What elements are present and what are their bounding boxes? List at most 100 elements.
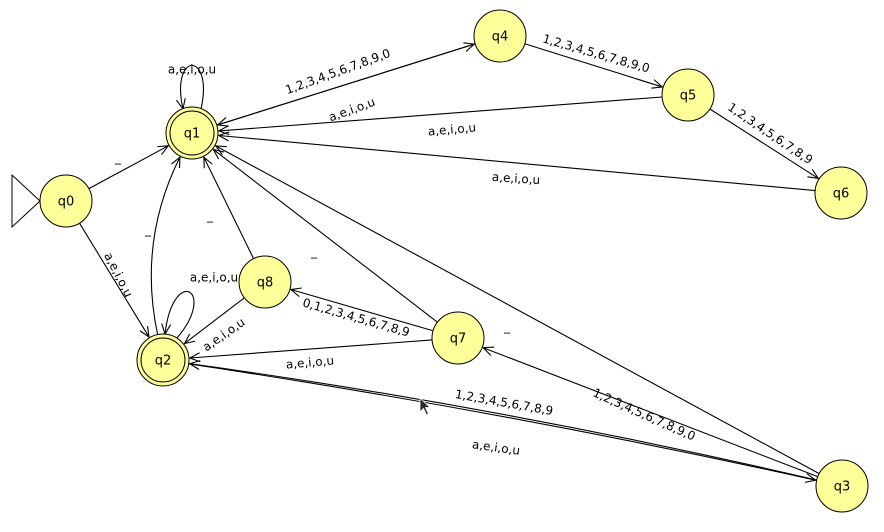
state-q5[interactable]: q5	[661, 68, 715, 122]
state-label: q0	[58, 195, 75, 210]
transition-label: 0,1,2,3,4,5,6,7,8,9	[301, 296, 411, 340]
transition-label: _	[114, 151, 122, 165]
state-circle	[238, 255, 292, 309]
state-q2[interactable]: q2	[136, 333, 190, 387]
state-label: q3	[834, 480, 851, 495]
transition-arrowhead-icon	[214, 145, 227, 155]
transition-label: 1,2,3,4,5,6,7,8,9,0	[283, 46, 392, 97]
transition-q8-q1[interactable]: _	[203, 156, 255, 259]
transition-line	[218, 134, 816, 192]
states-layer: q0 q1 q2 q3 q4 q5 q6 q7 q8	[11, 9, 869, 513]
transition-label: _	[144, 223, 152, 237]
transition-line	[290, 288, 434, 332]
state-q1[interactable]: q1	[165, 106, 219, 160]
transition-line	[217, 43, 476, 126]
transition-q3-q1[interactable]: _	[214, 145, 820, 475]
accepting-ring	[169, 110, 215, 156]
transition-label: a,e,i,o,u	[101, 250, 135, 299]
state-q8[interactable]: q8	[238, 255, 292, 309]
transition-arrowhead-icon	[203, 156, 213, 169]
transition-line	[189, 339, 433, 359]
transition-q7-q1[interactable]: _	[212, 148, 438, 323]
transition-label: a,e,i,o,u	[200, 315, 248, 354]
transition-label: _	[503, 320, 511, 334]
transition-arrowhead-icon	[481, 346, 495, 356]
state-label: q8	[257, 276, 274, 291]
transition-line	[184, 297, 245, 345]
transition-q2-q1[interactable]: _	[144, 155, 181, 335]
transition-q4-q5[interactable]: 1,2,3,4,5,6,7,8,9,0	[524, 32, 664, 89]
transition-q6-q1[interactable]: a,e,i,o,u	[217, 131, 816, 192]
transition-q7-q8[interactable]: 0,1,2,3,4,5,6,7,8,9	[289, 287, 434, 340]
transition-line	[189, 363, 817, 481]
transition-label: a,e,i,o,u	[491, 170, 540, 187]
transition-line	[79, 222, 150, 338]
transition-arrowhead-icon	[289, 287, 302, 298]
transition-line	[213, 149, 438, 323]
state-circle	[431, 311, 485, 365]
state-q3[interactable]: q3	[815, 459, 869, 513]
transition-q1-q1[interactable]: a,e,i,o,u	[168, 63, 216, 111]
transition-label: _	[206, 209, 214, 223]
start-state-triangle-icon	[11, 173, 41, 229]
state-label: q1	[184, 127, 201, 142]
transition-label: a,e,i,o,u	[190, 271, 238, 285]
transition-label: a,e,i,o,u	[471, 437, 521, 458]
state-label: q7	[450, 332, 467, 347]
state-circle	[815, 459, 869, 513]
state-circle	[814, 166, 868, 220]
state-circle	[661, 68, 715, 122]
transition-line	[203, 157, 255, 259]
state-label: q2	[155, 354, 172, 369]
transition-line	[218, 96, 663, 132]
transition-q7-q2[interactable]: a,e,i,o,u	[188, 339, 433, 372]
state-q6[interactable]: q6	[814, 166, 868, 220]
transition-arrowhead-icon	[651, 79, 664, 89]
transition-line	[215, 145, 820, 475]
transition-label: a,e,i,o,u	[427, 120, 476, 138]
transition-arrowhead-icon	[188, 360, 201, 370]
transition-label: a,e,i,o,u	[285, 353, 334, 371]
transition-line	[482, 347, 818, 478]
transition-arrowhead-icon	[212, 148, 225, 160]
transition-q5-q6[interactable]: 1,2,3,4,5,6,7,8,9	[709, 100, 820, 180]
transition-arrowhead-icon	[171, 155, 181, 169]
state-circle	[39, 174, 93, 228]
transition-q2-q3[interactable]: 1,2,3,4,5,6,7,8,9	[188, 363, 817, 483]
state-circle	[136, 333, 190, 387]
transition-arrowhead-icon	[216, 117, 229, 127]
transition-line	[524, 43, 663, 88]
transition-label: _	[310, 245, 318, 259]
transition-q0-q2[interactable]: a,e,i,o,u	[79, 222, 150, 339]
transition-line	[188, 363, 816, 481]
transition-q2-q2[interactable]: a,e,i,o,u	[161, 271, 238, 339]
transition-line	[164, 290, 195, 339]
transition-line	[88, 145, 169, 190]
state-q0[interactable]: q0	[39, 174, 93, 228]
transition-arrowhead-icon	[217, 131, 230, 142]
transition-label: 1,2,3,4,5,6,7,8,9	[454, 387, 554, 418]
transition-arrowhead-icon	[139, 326, 150, 339]
transition-arrowhead-icon	[183, 333, 196, 345]
mouse-cursor-icon	[419, 397, 432, 416]
state-label: q6	[833, 187, 850, 202]
transition-q3-q2[interactable]: a,e,i,o,u	[188, 360, 817, 481]
state-q4[interactable]: q4	[473, 9, 527, 63]
transition-arrowhead-icon	[807, 168, 820, 180]
transition-arrowhead-icon	[188, 352, 201, 363]
accepting-ring	[140, 337, 186, 383]
state-q7[interactable]: q7	[431, 311, 485, 365]
transition-line	[150, 156, 181, 335]
state-circle	[473, 9, 527, 63]
state-label: q5	[680, 89, 697, 104]
transition-label: a,e,i,o,u	[168, 63, 216, 77]
state-label: q4	[492, 30, 509, 45]
transition-q5-q1[interactable]: a,e,i,o,u	[217, 96, 663, 139]
transition-line	[180, 65, 204, 110]
state-circle	[165, 106, 219, 160]
transition-label: 1,2,3,4,5,6,7,8,9	[725, 100, 815, 167]
transition-q0-q1[interactable]: _	[88, 145, 170, 190]
transition-line	[709, 108, 819, 179]
transition-arrowhead-icon	[157, 145, 170, 155]
